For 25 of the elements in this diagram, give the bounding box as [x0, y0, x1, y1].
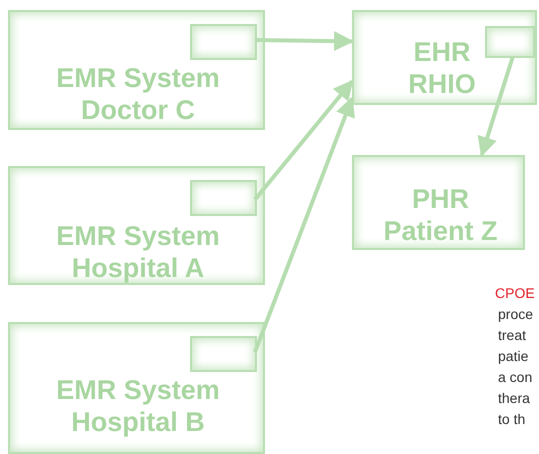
system-label: EMR System Doctor C — [55, 62, 221, 126]
note-heading: CPOE — [495, 284, 535, 303]
note-text: treat — [498, 326, 526, 345]
system-label: EMR System Hospital A — [55, 220, 221, 284]
system-box — [8, 322, 265, 454]
note-text: to th — [498, 410, 526, 429]
note-text: proce — [498, 305, 534, 324]
record-box — [190, 24, 257, 60]
system-box — [8, 166, 265, 285]
arrow — [253, 96, 355, 353]
record-box — [190, 180, 257, 216]
arrow — [478, 55, 515, 157]
system-label: PHR Patient Z — [382, 183, 498, 247]
arrow — [254, 31, 354, 52]
system-box — [352, 10, 537, 105]
note-text: patie — [498, 347, 528, 366]
note-text: a con — [498, 368, 532, 387]
system-label: EMR System Hospital B — [55, 374, 221, 438]
system-box — [8, 10, 265, 130]
system-box — [352, 155, 525, 250]
note-text: thera — [498, 389, 530, 408]
arrow — [253, 80, 354, 201]
record-box — [190, 336, 257, 372]
system-label: EHR RHIO — [407, 36, 477, 100]
record-box — [485, 26, 535, 58]
